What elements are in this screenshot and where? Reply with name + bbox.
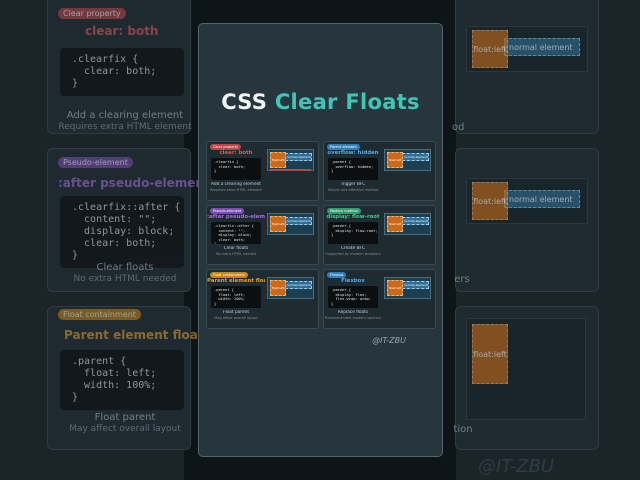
bg-sub-2: No extra HTML needed: [73, 274, 177, 284]
layout-demo: normal element float:left: [384, 277, 431, 299]
author-handle: @IT-ZBU: [372, 336, 406, 345]
float-element-box: float:left: [270, 216, 286, 232]
code-block: .clearfix::after { content: ""; display:…: [211, 222, 261, 244]
card-subtext: May affect overall layout: [214, 316, 258, 320]
bg-watermark: @IT-ZBU: [478, 456, 555, 477]
card-title: :after pseudo-element: [207, 214, 265, 220]
float-element-box: float:left: [270, 152, 286, 168]
bg-code-2: .clearfix::after { content: ""; display:…: [60, 196, 184, 268]
card-subtext: Recommended modern solution: [325, 316, 381, 320]
bg-partial-2: ers: [454, 274, 470, 285]
layout-demo: normal element float:left: [267, 277, 314, 299]
bg-float-r1: float:left: [472, 30, 508, 68]
main-panel: CSS Clear Floats Clear property clear: b…: [198, 23, 443, 457]
bg-float-r3: float:left: [472, 324, 508, 384]
card-tag: Modern method: [327, 208, 361, 214]
bg-tag-3: Float containment: [58, 309, 141, 320]
bg-desc-2: Clear floats: [96, 262, 154, 273]
card-subtext: Supported by modern browsers: [325, 252, 381, 256]
layout-demo: normal element float:left: [267, 149, 314, 171]
card-flow-root: Modern method display: flow-root .parent…: [323, 205, 436, 265]
card-description: Trigger BFC: [340, 182, 366, 187]
bg-desc-3: Float parent: [94, 412, 156, 423]
card-after-pseudo: Pseudo-element :after pseudo-element .cl…: [206, 205, 319, 265]
bg-partial-1: od: [452, 122, 465, 133]
card-title: Flexbox: [341, 278, 365, 284]
bg-title-3: Parent element float: [64, 328, 204, 342]
bg-title-2: :after pseudo-element: [58, 176, 210, 190]
card-tag: Parent element: [327, 144, 360, 150]
normal-element-box: normal element: [285, 217, 312, 225]
float-element-box: float:left: [387, 280, 403, 296]
bg-code-3: .parent { float: left; width: 100%; }: [60, 350, 184, 410]
code-block: .parent { overflow: hidden; }: [328, 158, 378, 180]
normal-element-box: normal element: [285, 153, 312, 161]
bg-sub-3: May affect overall layout: [69, 424, 181, 434]
bg-partial-3: tion: [453, 424, 473, 435]
card-title: clear: both: [219, 150, 253, 156]
card-description: Add a clearing element: [210, 182, 261, 187]
layout-demo: normal element float:left: [267, 213, 314, 235]
card-title: Parent element float: [207, 278, 265, 284]
code-block: .parent { float: left; width: 100%; }: [211, 286, 261, 308]
card-description: Create BFC: [340, 246, 366, 251]
card-description: Replace floats: [337, 310, 369, 315]
title-clear-floats: Clear Floats: [274, 90, 420, 114]
card-title: display: flow-root: [326, 214, 380, 220]
float-element-box: float:left: [270, 280, 286, 296]
float-element-box: float:left: [387, 152, 403, 168]
code-block: .parent { display: flow-root; }: [328, 222, 378, 244]
card-tag: Clear property: [210, 144, 242, 150]
card-tag: Float containment: [210, 272, 248, 278]
bg-sub-1: Requires extra HTML element: [58, 122, 192, 132]
card-parent-float: Float containment Parent element float .…: [206, 269, 319, 329]
title-css: CSS: [221, 90, 268, 114]
bg-tag-1: Clear property: [58, 8, 126, 19]
bg-code-1: .clearfix { clear: both; }: [60, 48, 184, 96]
card-tag: Flexbox: [327, 272, 347, 278]
bg-float-r2: float:left: [472, 182, 508, 220]
clear-element-bar: [270, 169, 311, 171]
normal-element-box: normal element: [285, 281, 312, 289]
bg-normal-r1: normal element: [504, 38, 580, 56]
float-element-box: float:left: [387, 216, 403, 232]
card-subtext: Simple and effective method: [327, 188, 379, 192]
card-subtext: No extra HTML needed: [215, 252, 257, 256]
card-overflow-hidden: Parent element overflow: hidden .parent …: [323, 141, 436, 201]
card-subtext: Requires extra HTML element: [210, 188, 262, 192]
card-clear-both: Clear property clear: both .clearfix { c…: [206, 141, 319, 201]
bg-desc-1: Add a clearing element: [66, 110, 184, 121]
bg-tag-2: Pseudo-element: [58, 157, 133, 168]
bg-title-1: clear: both: [85, 24, 159, 38]
card-description: Float parent: [222, 310, 250, 315]
card-flexbox: Flexbox Flexbox .parent { display: flex;…: [323, 269, 436, 329]
card-description: Clear floats: [223, 246, 249, 251]
code-block: .clearfix { clear: both; }: [211, 158, 261, 180]
card-title: overflow: hidden: [327, 150, 379, 156]
layout-demo: normal element float:left: [384, 149, 431, 171]
normal-element-box: normal element: [402, 153, 429, 161]
code-block: .parent { display: flex; flex-wrap: wrap…: [328, 286, 378, 308]
normal-element-box: normal element: [402, 217, 429, 225]
layout-demo: normal element float:left: [384, 213, 431, 235]
normal-element-box: normal element: [402, 281, 429, 289]
page-title: CSS Clear Floats: [199, 90, 442, 114]
card-tag: Pseudo-element: [210, 208, 245, 214]
bg-normal-r2: normal element: [504, 190, 580, 208]
